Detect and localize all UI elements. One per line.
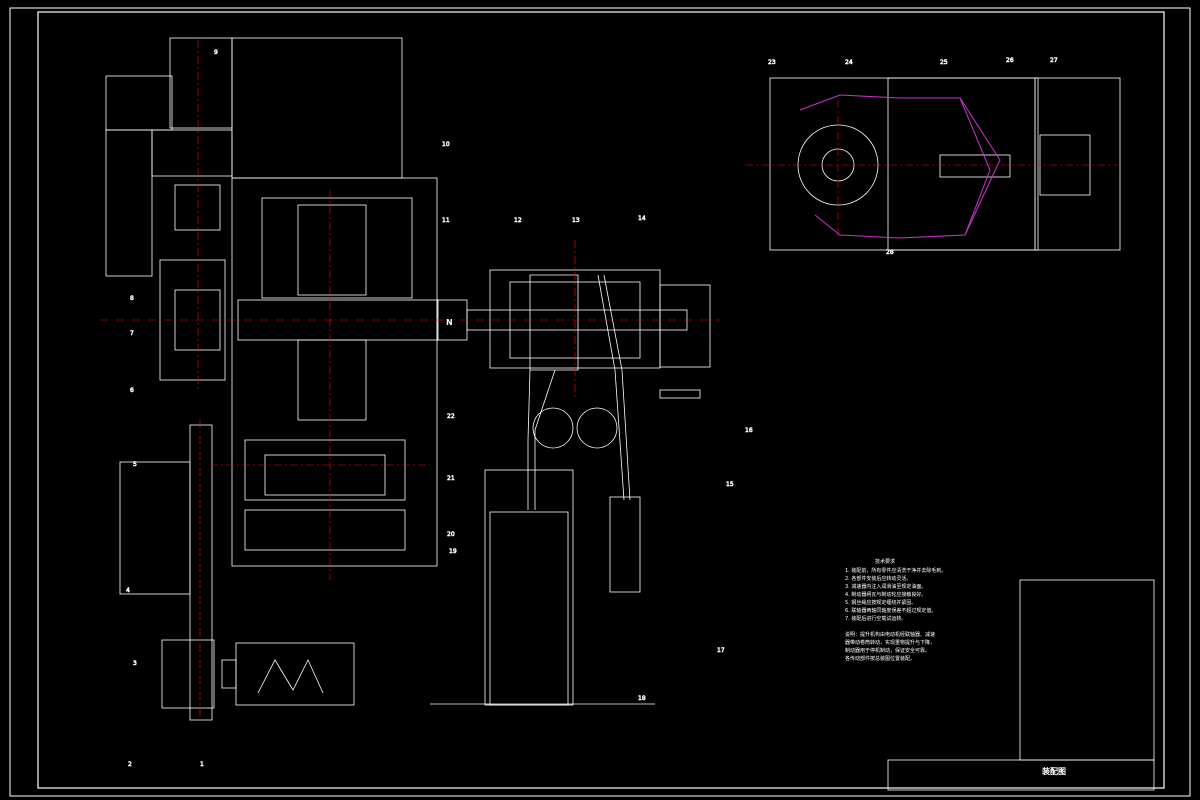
note-line: 4. 制动器闸瓦与制动轮应接触良好。 (845, 591, 926, 598)
drawing-title: 装配图 (1041, 766, 1066, 776)
callout-5: 5 (133, 461, 137, 468)
notes-title: 技术要求 (875, 558, 895, 565)
callout-16: 16 (745, 427, 753, 434)
callout-23: 23 (768, 59, 776, 66)
callout-2: 2 (128, 761, 132, 768)
callout-3: 3 (133, 660, 137, 667)
callout-10: 10 (442, 141, 450, 148)
callout-13: 13 (572, 217, 580, 224)
note-line: 7. 装配后进行空载试运转。 (845, 615, 906, 622)
callout-27: 27 (1050, 57, 1058, 64)
callout-24: 24 (845, 59, 853, 66)
note-line: 制动器用于停机制动，保证安全可靠。 (845, 647, 930, 654)
callout-22: 22 (447, 413, 455, 420)
note-line: 各传动部件按总装图位置装配。 (845, 655, 915, 662)
callout-18: 18 (638, 695, 646, 702)
callout-11: 11 (442, 217, 450, 224)
callout-9: 9 (214, 49, 218, 56)
callout-26: 26 (1006, 57, 1014, 64)
callout-19: 19 (449, 548, 457, 555)
technical-notes: 技术要求 1. 装配前，所有零件应清洗干净并去除毛刺。 2. 各部件安装后应转动… (845, 558, 946, 662)
coupling-label: N (446, 318, 453, 327)
callout-6: 6 (130, 387, 134, 394)
callout-17: 17 (717, 647, 725, 654)
callout-4: 4 (126, 587, 130, 594)
note-line: 3. 减速器内注入润滑油至规定油面。 (845, 583, 926, 590)
inner-border (37, 11, 1165, 789)
note-line: 器带动卷筒转动，实现重物提升与下降， (845, 639, 935, 646)
motor-assembly (105, 37, 1155, 791)
note-line: 5. 钢丝绳应按规定缠绕并紧固。 (845, 599, 916, 606)
callout-21: 21 (447, 475, 455, 482)
callout-1: 1 (200, 761, 204, 768)
note-line: 说明：提升机构由电动机经联轴器、减速 (845, 631, 935, 638)
callouts: 1 2 3 4 5 6 7 8 9 10 11 12 13 14 15 16 1… (126, 49, 1058, 769)
callout-28: 28 (886, 249, 894, 256)
callout-7: 7 (130, 330, 134, 337)
callout-25: 25 (940, 59, 948, 66)
brake-linkage (799, 94, 1001, 239)
callout-20: 20 (447, 531, 455, 538)
callout-8: 8 (130, 295, 134, 302)
callout-14: 14 (638, 215, 646, 222)
note-line: 6. 联轴器两轴同轴度误差不超过规定值。 (845, 607, 936, 614)
outer-border (9, 7, 1191, 797)
note-line: 2. 各部件安装后应转动灵活。 (845, 575, 911, 582)
callout-12: 12 (514, 217, 522, 224)
center-lines (100, 40, 1120, 720)
callout-15: 15 (726, 481, 734, 488)
note-line: 1. 装配前，所有零件应清洗干净并去除毛刺。 (845, 567, 946, 574)
